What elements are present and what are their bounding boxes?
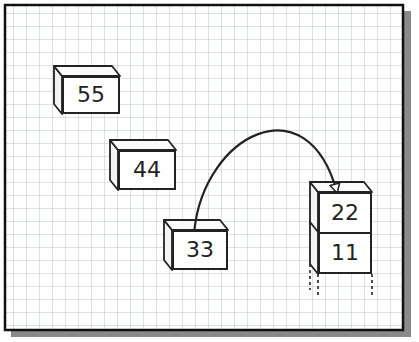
stack-box: 33 xyxy=(172,230,228,270)
box-number: 44 xyxy=(133,159,161,181)
stack-continuation xyxy=(317,274,319,298)
box-number: 22 xyxy=(331,202,359,224)
box-number: 55 xyxy=(77,84,105,106)
paper-ground xyxy=(5,5,403,330)
cube-top-face xyxy=(54,66,120,76)
stack-continuation xyxy=(371,274,373,298)
stack-continuation xyxy=(309,264,311,290)
frame-border xyxy=(5,5,403,330)
stack-box: 55 xyxy=(62,76,120,114)
stack-box: 11 xyxy=(318,232,372,274)
grid-lines xyxy=(5,5,403,330)
cube-side-face xyxy=(310,222,318,274)
box-number: 11 xyxy=(331,242,359,264)
push-arrow xyxy=(194,130,337,230)
stack-box: 44 xyxy=(118,150,176,190)
cube-top-face xyxy=(110,140,176,150)
cube-top-face xyxy=(310,182,372,192)
box-number: 33 xyxy=(186,239,214,261)
stack-box: 22 xyxy=(318,192,372,234)
